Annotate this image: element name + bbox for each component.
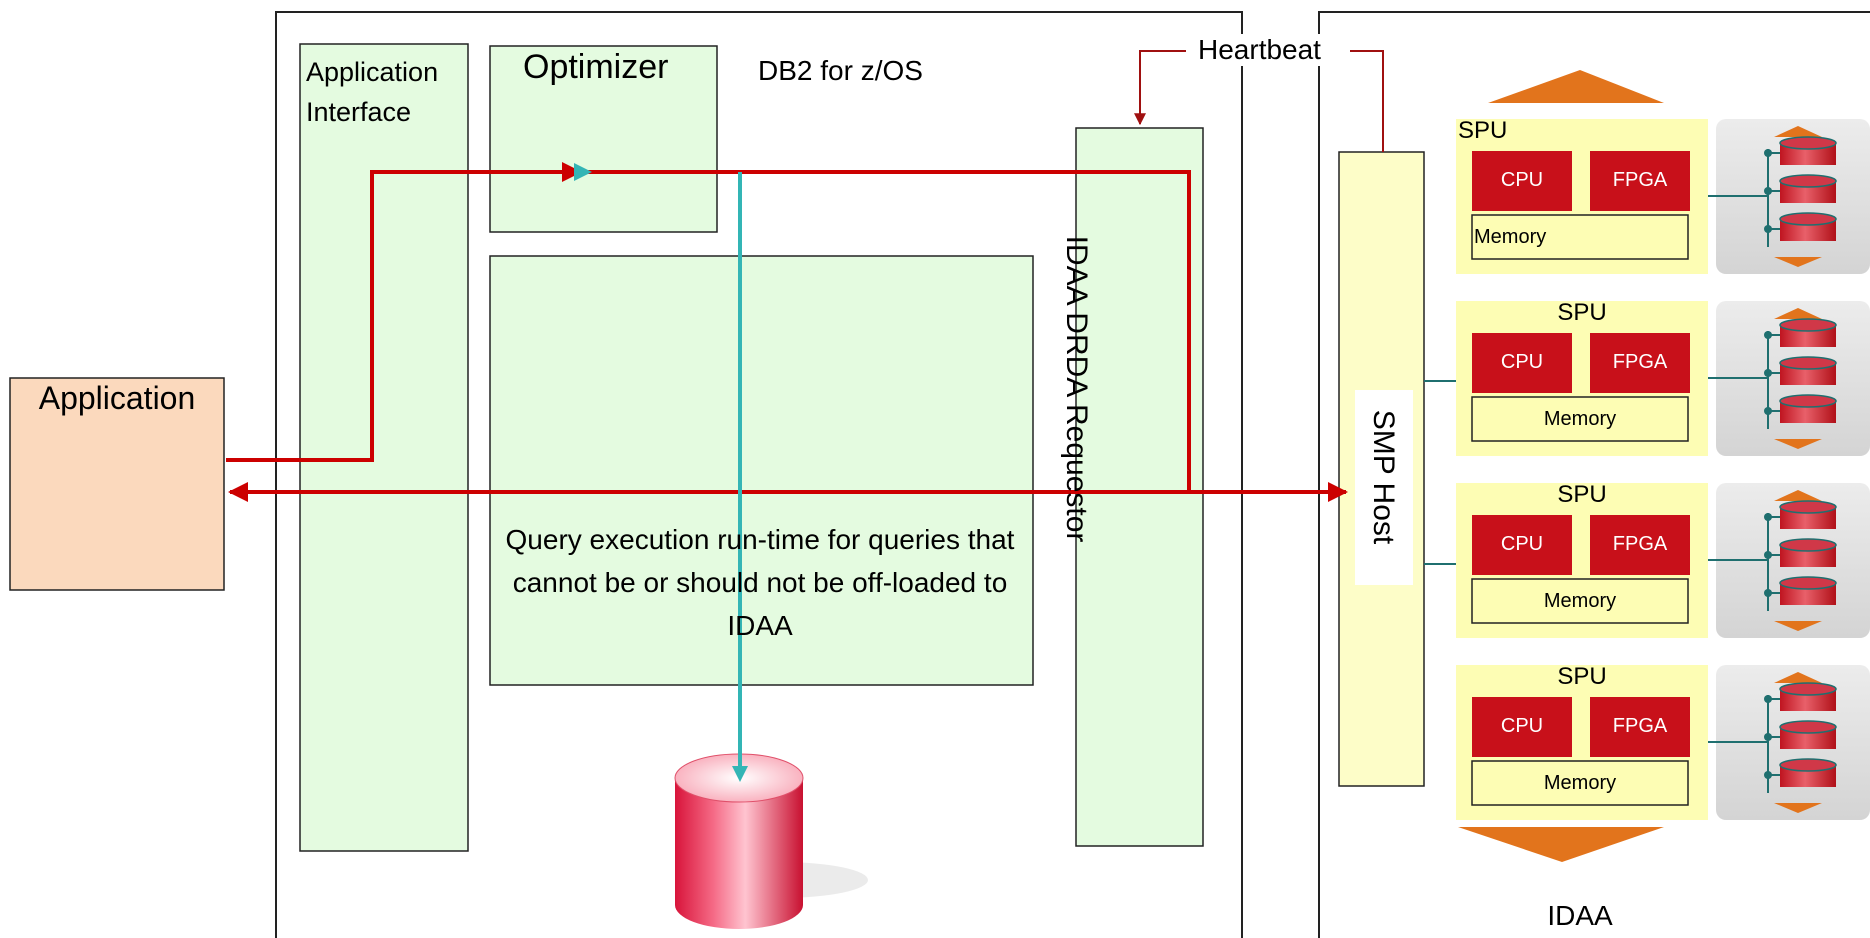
memory-label: Memory	[1474, 226, 1547, 248]
application-box	[9, 377, 225, 591]
scale-up-arrow	[1488, 70, 1664, 103]
optimizer-box	[489, 45, 718, 233]
drda-requestor-box	[1075, 127, 1204, 847]
disk-down-arrow	[1774, 439, 1822, 449]
disk-platter	[1779, 720, 1837, 734]
disk-up-arrow	[1774, 126, 1822, 137]
spu-unit	[1456, 301, 1870, 456]
disk-up-arrow	[1774, 490, 1822, 501]
disk-down-arrow	[1774, 803, 1822, 813]
fpga-label: FPGA	[1612, 169, 1668, 191]
disk-platter	[1779, 212, 1837, 226]
heartbeat-connector	[1140, 50, 1384, 152]
scale-down-arrow	[1458, 827, 1664, 862]
memory-block	[1471, 214, 1689, 260]
fpga-label: FPGA	[1612, 351, 1668, 373]
memory-block	[1471, 396, 1689, 442]
db2-frame	[275, 11, 1243, 938]
spu-label: SPU	[1557, 481, 1607, 508]
memory-label: Memory	[1543, 772, 1617, 794]
cpu-label: CPU	[1500, 169, 1544, 191]
disk-down-arrow	[1774, 621, 1822, 631]
disk-platter	[1779, 318, 1837, 332]
fpga-chip	[1590, 151, 1690, 211]
disk-platter	[1779, 758, 1837, 772]
idaa-label: IDAA	[1547, 900, 1613, 931]
db2-label: DB2 for z/OS	[758, 55, 923, 86]
disk-up-arrow	[1774, 672, 1822, 683]
optimizer-to-drda-flow	[580, 170, 1191, 490]
memory-block	[1471, 578, 1689, 624]
disk-up-arrow	[1774, 308, 1822, 319]
database-icon	[674, 753, 868, 929]
cpu-chip	[1472, 515, 1572, 575]
smp-host-label: SMP Host	[1367, 409, 1400, 545]
disk-platter	[1779, 500, 1837, 514]
disk-platter	[1779, 682, 1837, 696]
application-label: Application	[38, 380, 196, 416]
spu-label: SPU	[1557, 663, 1607, 690]
disk-platter	[1779, 356, 1837, 370]
fpga-chip	[1590, 515, 1690, 575]
query-execution-box	[489, 255, 1034, 686]
memory-label: Memory	[1543, 590, 1617, 612]
cpu-chip	[1472, 697, 1572, 757]
cpu-label: CPU	[1500, 351, 1544, 373]
disk-platter	[1779, 394, 1837, 408]
disk-platter	[1779, 136, 1837, 150]
spu-label: SPU	[1557, 299, 1607, 326]
cpu-label: CPU	[1500, 715, 1544, 737]
spu-unit	[1456, 665, 1870, 820]
fpga-label: FPGA	[1612, 533, 1668, 555]
fpga-chip	[1590, 333, 1690, 393]
app-to-optimizer-flow	[226, 162, 582, 462]
query-execution-label: Query execution run-time for queries tha…	[505, 524, 1015, 641]
drda-requestor-label: IDAA DRDA Requestor	[1060, 235, 1093, 543]
spu-label: SPU	[1458, 117, 1508, 144]
application-interface-label: Application Interface	[306, 57, 439, 127]
fpga-chip	[1590, 697, 1690, 757]
optimizer-label: Optimizer	[523, 48, 669, 86]
disk-down-arrow	[1774, 257, 1822, 267]
fpga-label: FPGA	[1612, 715, 1668, 737]
disk-platter	[1779, 538, 1837, 552]
disk-platter	[1779, 576, 1837, 590]
application-interface-box	[299, 43, 469, 852]
memory-block	[1471, 760, 1689, 806]
memory-label: Memory	[1543, 408, 1617, 430]
heartbeat-label: Heartbeat	[1190, 34, 1329, 66]
cpu-chip	[1472, 333, 1572, 393]
spu-unit	[1456, 119, 1870, 274]
idaa-frame	[1318, 11, 1870, 938]
cpu-chip	[1472, 151, 1572, 211]
disk-platter	[1779, 174, 1837, 188]
spu-unit	[1456, 483, 1870, 638]
cpu-label: CPU	[1500, 533, 1544, 555]
